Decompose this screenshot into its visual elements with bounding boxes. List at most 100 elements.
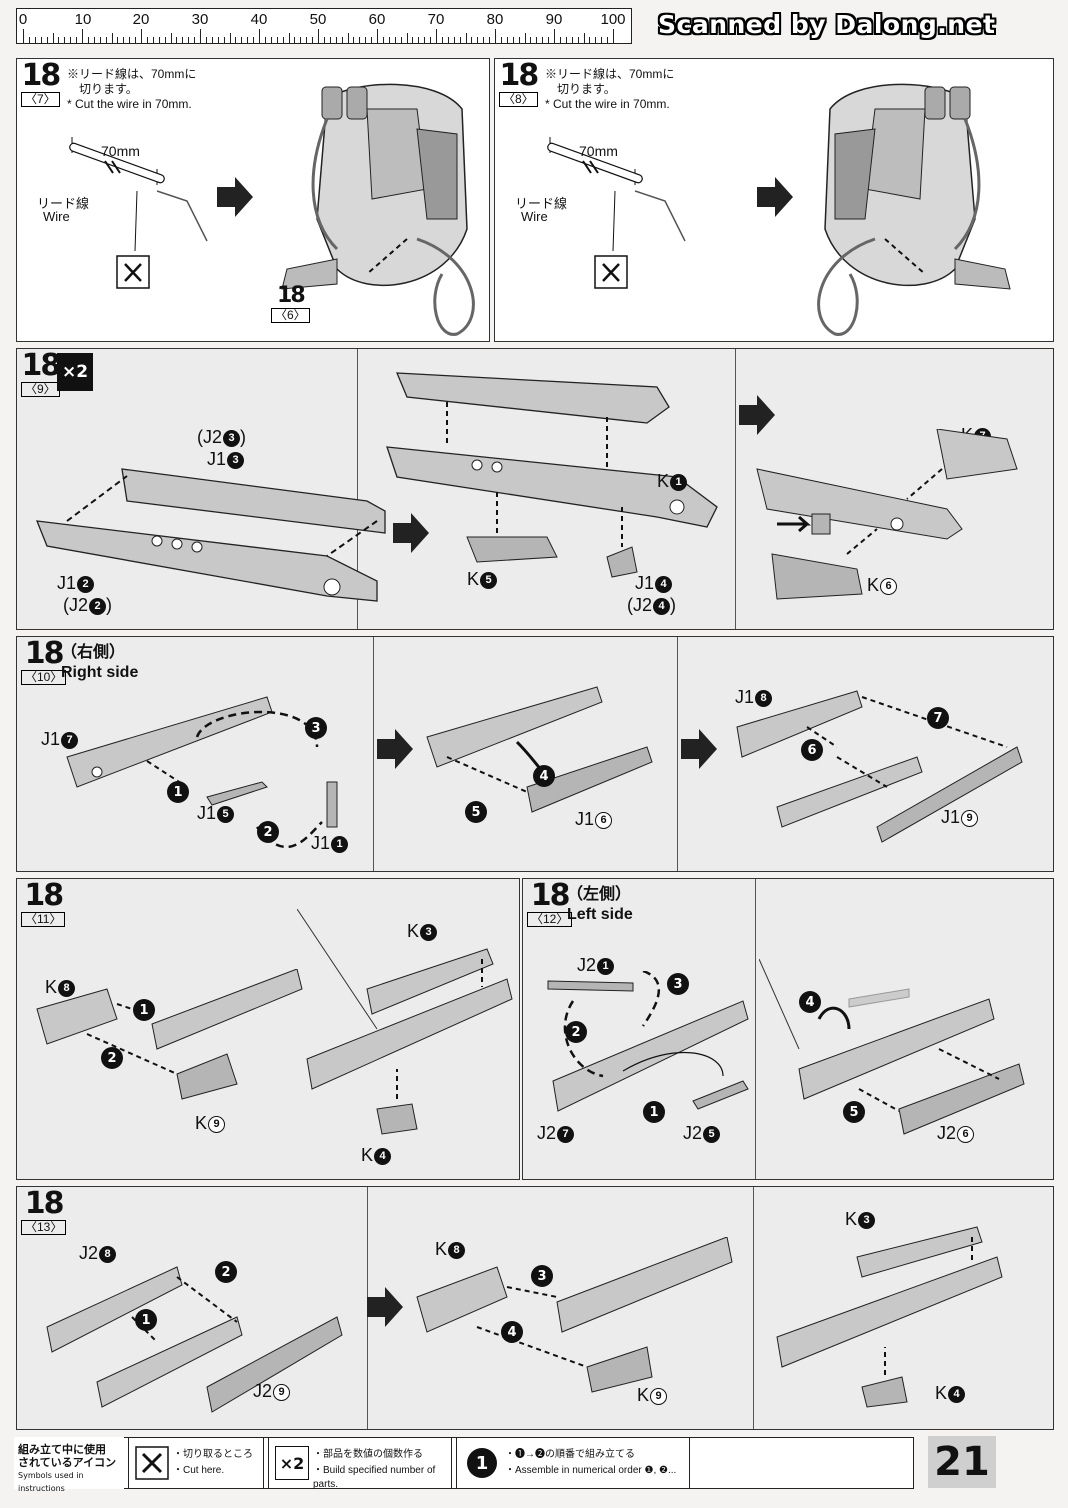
wire-label-jp: リード線 [37,196,90,211]
ruler-tick [518,37,520,43]
ruler-tick [170,33,172,43]
ruler-tick [388,37,390,43]
ruler-tick [424,37,426,43]
ruler-label-50: 50 [309,11,327,28]
assembled-j1-with-k-parts [386,372,718,578]
ruler-tick [347,33,349,43]
ruler-tick [146,37,148,43]
ruler-tick [200,29,201,43]
ruler-label-0: 0 [18,11,28,28]
order-3-icon: 3 [667,973,689,995]
order-5-icon: 5 [465,801,487,823]
ruler-tick [194,37,196,43]
order-7-icon: 7 [927,707,949,729]
ruler-tick [447,37,449,43]
step-badge: 18 〈13〉 [21,1189,67,1235]
ruler-tick [182,37,184,43]
ruler-label-100: 100 [600,11,626,28]
ruler-tick [276,37,278,43]
ruler-tick [471,37,473,43]
ruler-tick [300,37,302,43]
ruler-tick [565,37,567,43]
multiply-x2-badge: ×2 [57,353,93,391]
ruler-label-20: 20 [132,11,150,28]
ruler-label-40: 40 [250,11,268,28]
step-substep: 〈7〉 [21,92,60,107]
next-arrow-icon [377,729,413,769]
ruler-tick [542,37,544,43]
ruler-tick [111,33,113,43]
ruler-label-30: 30 [191,11,209,28]
ruler-tick [23,29,24,43]
next-arrow-icon [367,1287,403,1327]
ruler-label-80: 80 [486,11,504,28]
ruler-tick [571,37,573,43]
ruler-tick [70,37,72,43]
head-unit-illustration [281,83,475,336]
ruler-tick [306,37,308,43]
ruler-tick [530,37,532,43]
ruler-tick [135,37,137,43]
order-5-icon: 5 [843,1101,865,1123]
order-number-icon: 1 [467,1448,497,1478]
order-4-icon: 4 [799,991,821,1013]
ruler-tick [430,37,432,43]
multiply-legend: ×2 ・部品を数値の個数作る ・Build specified number o… [268,1437,452,1490]
ruler-tick [64,37,66,43]
ruler-tick [123,37,125,43]
left-side-step2-diagram [759,958,1025,1135]
head-unit-illustration-mirrored [817,83,1011,336]
wire-measure-diagram [69,137,208,289]
ruler-tick [559,37,561,43]
right-side-step1-diagram [66,696,338,849]
order-1-icon: 1 [133,999,155,1021]
ruler-tick [40,37,42,43]
ruler-tick [365,37,367,43]
next-arrow-icon [681,729,717,769]
ruler-tick [188,37,190,43]
ruler-tick [235,37,237,43]
wire-cut-note: ※リード線は、70mmに 切ります。 * Cut the wire in 70m… [545,67,675,111]
parts-j1-halves [35,468,386,602]
k8-k9-attach-diagram [416,1237,733,1393]
ruler-tick [141,29,142,43]
next-arrow-icon [393,513,429,553]
order-2-icon: 2 [257,821,279,843]
order-1-icon: 1 [643,1101,665,1123]
ruler-tick [489,37,491,43]
side-title: （左側） Left side [567,886,633,923]
ruler-tick [536,37,538,43]
side-title: （右側） Right side [61,644,139,681]
ruler-tick [205,37,207,43]
order-1-icon: 1 [135,1309,157,1331]
ruler-tick [282,37,284,43]
ruler-tick [500,37,502,43]
ruler-tick [577,37,579,43]
ruler-tick [477,37,479,43]
ruler-tick [441,37,443,43]
ruler-tick [223,37,225,43]
ruler-tick [353,37,355,43]
order-2-icon: 2 [565,1021,587,1043]
wire-label-jp: リード線 [515,196,568,211]
ruler-tick [335,37,337,43]
ruler-tick [483,37,485,43]
ruler-tick [87,37,89,43]
ruler-tick [436,29,437,43]
k8-k9-assembly-diagram [36,969,303,1100]
ruler-tick [52,33,54,43]
ruler-tick [217,37,219,43]
